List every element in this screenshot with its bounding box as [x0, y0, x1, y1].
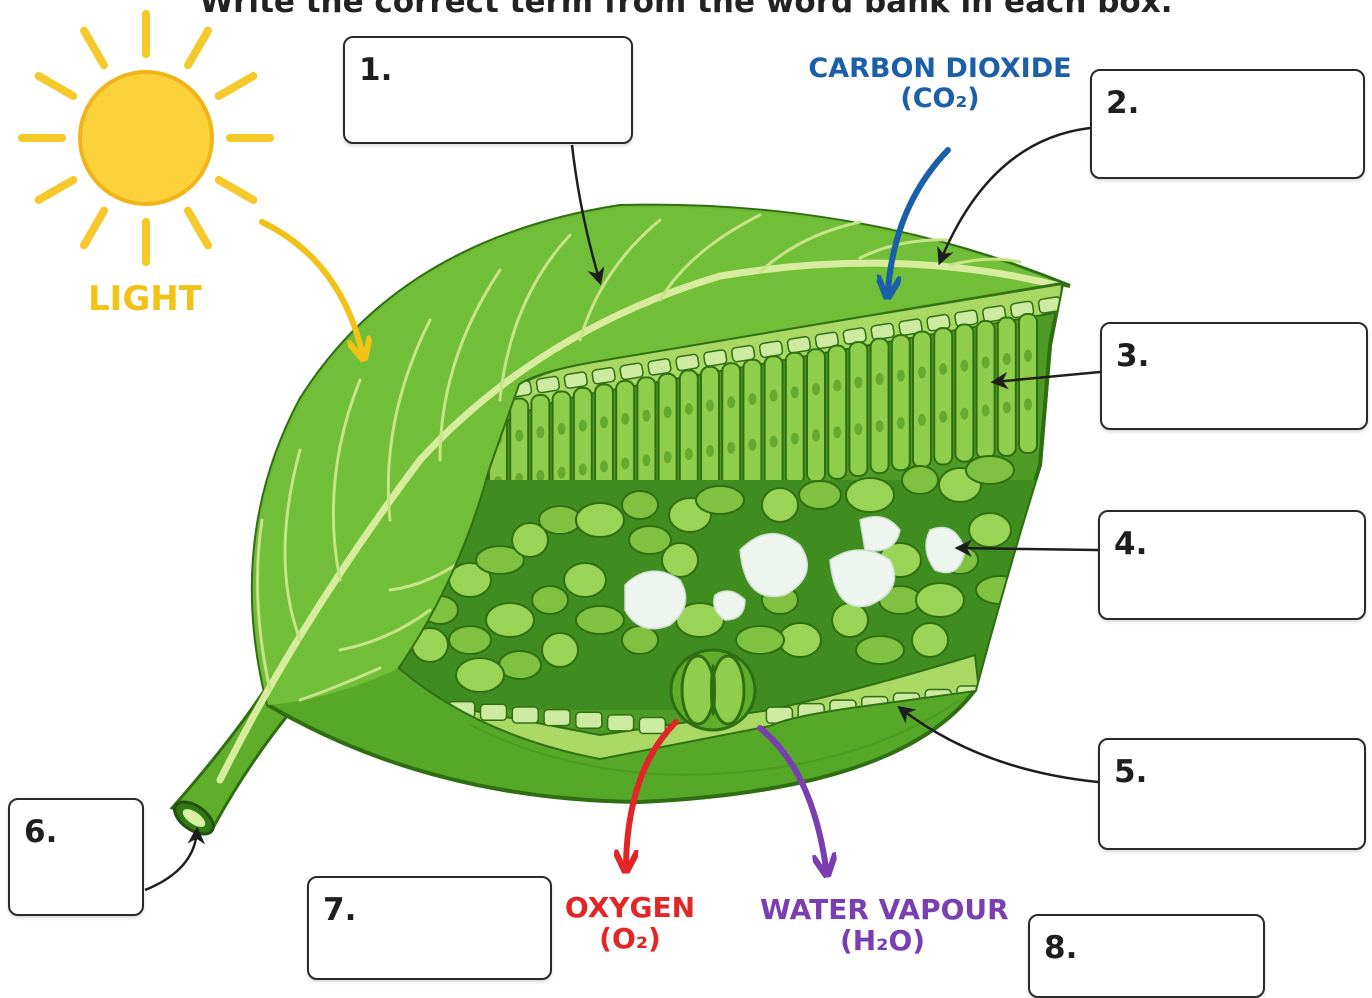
light-arrow — [262, 222, 362, 352]
co2-name: CARBON DIOXIDE — [805, 54, 1075, 84]
stoma — [671, 650, 755, 730]
answer-box-7[interactable]: 7. — [307, 876, 552, 980]
box-number-5: 5. — [1114, 754, 1147, 790]
answer-box-8[interactable]: 8. — [1028, 914, 1265, 998]
box-number-8: 8. — [1044, 930, 1077, 966]
box-number-2: 2. — [1106, 85, 1139, 121]
box-number-1: 1. — [359, 52, 392, 88]
oxygen-name: OXYGEN — [560, 892, 700, 923]
box-number-3: 3. — [1116, 338, 1149, 374]
answer-box-5[interactable]: 5. — [1098, 738, 1366, 850]
water-vapour-label: WATER VAPOUR (H₂O) — [760, 894, 1005, 957]
box-number-4: 4. — [1114, 526, 1147, 562]
answer-box-1[interactable]: 1. — [343, 36, 633, 144]
leader-line-2 — [940, 128, 1090, 262]
oxygen-formula: (O₂) — [560, 923, 700, 954]
co2-label: CARBON DIOXIDE (CO₂) — [805, 54, 1075, 114]
sun-icon — [22, 14, 270, 262]
water-vapour-formula: (H₂O) — [760, 925, 1005, 956]
answer-box-2[interactable]: 2. — [1090, 69, 1365, 179]
answer-box-4[interactable]: 4. — [1098, 510, 1366, 620]
water-vapour-name: WATER VAPOUR — [760, 894, 1005, 925]
co2-formula: (CO₂) — [805, 84, 1075, 114]
answer-box-6[interactable]: 6. — [8, 798, 144, 916]
answer-box-3[interactable]: 3. — [1100, 322, 1368, 430]
light-label: LIGHT — [88, 280, 202, 318]
leader-line-6 — [145, 830, 197, 890]
box-number-7: 7. — [323, 892, 356, 928]
box-number-6: 6. — [24, 814, 57, 850]
oxygen-label: OXYGEN (O₂) — [560, 892, 700, 955]
